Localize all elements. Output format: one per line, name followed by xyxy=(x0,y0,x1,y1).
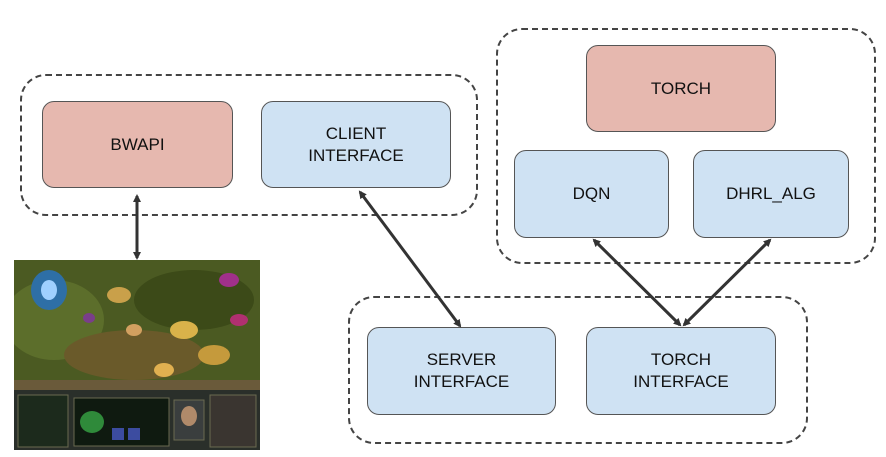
bwapi-box: BWAPI xyxy=(42,101,233,188)
bwapi-client-group xyxy=(20,74,478,216)
torch-box: TORCH xyxy=(586,45,776,132)
server-interface-box: SERVER INTERFACE xyxy=(367,327,556,415)
server-torch-interface-group xyxy=(348,296,808,444)
dqn-box: DQN xyxy=(514,150,669,238)
client-server-arrow xyxy=(358,190,462,328)
dhrl-torch-interface-arrow xyxy=(682,238,772,327)
dhrl-alg-box: DHRL_ALG xyxy=(693,150,849,238)
client-interface-box: CLIENT INTERFACE xyxy=(261,101,451,188)
torch-interface-box: TORCH INTERFACE xyxy=(586,327,776,415)
game-screenshot-art xyxy=(14,260,260,450)
game-screenshot xyxy=(14,260,260,450)
dqn-torch-interface-arrow xyxy=(592,238,682,327)
